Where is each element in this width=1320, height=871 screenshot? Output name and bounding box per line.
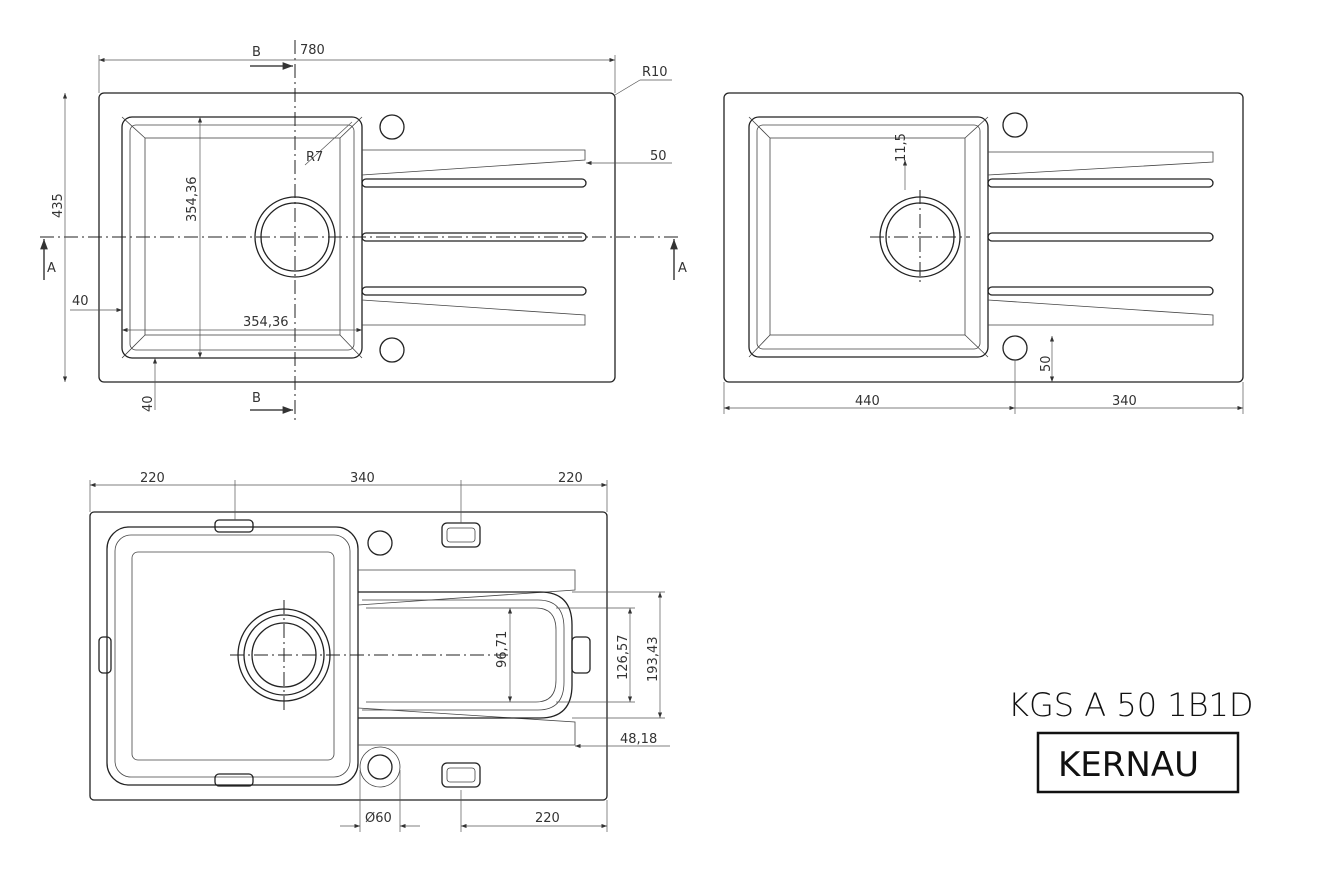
dim-corner-radius: R10 (642, 65, 668, 80)
section-a-right: A (678, 261, 687, 276)
brand-box (1036, 731, 1240, 794)
dim-depth: 435 (51, 193, 66, 218)
model-name: KGS A 50 1B1D (1008, 686, 1254, 724)
section-b-bottom: B (252, 391, 261, 406)
dim-bowl-height: 354,36 (185, 177, 200, 223)
dim-inner: 96,71 (495, 631, 510, 668)
dim-side: 48,18 (620, 732, 657, 747)
dim-hole-offset: 50 (1039, 355, 1054, 372)
section-b-top: B (252, 45, 261, 60)
dim-middle: 340 (350, 471, 375, 486)
brand-name: KERNAU (1058, 745, 1199, 785)
dim-drain-diameter: Ø60 (365, 811, 392, 826)
dim-drainer-offset: 50 (650, 149, 667, 164)
right-view: 11,5 50 440 340 (723, 92, 1244, 414)
dim-margin-bottom: 40 (141, 395, 156, 412)
dim-margin-left: 40 (72, 294, 89, 309)
section-a-left: A (47, 261, 56, 276)
dim-left-width: 440 (855, 394, 880, 409)
dim-left: 220 (140, 471, 165, 486)
dim-outer: 193,43 (646, 637, 661, 683)
dim-right-width: 340 (1112, 394, 1137, 409)
top-view: 780 435 R10 R7 354,36 354,36 50 40 40 B … (40, 40, 687, 420)
dim-mid: 126,57 (616, 635, 631, 681)
bottom-view: 220 340 220 96,71 126,57 193,43 48,18 Ø6… (89, 471, 670, 832)
dim-offset: 11,5 (894, 133, 909, 162)
dim-bowl-width: 354,36 (243, 315, 289, 330)
dim-right: 220 (558, 471, 583, 486)
dim-width: 780 (300, 43, 325, 58)
dim-bottom-right: 220 (535, 811, 560, 826)
dim-bowl-radius: R7 (306, 150, 323, 165)
